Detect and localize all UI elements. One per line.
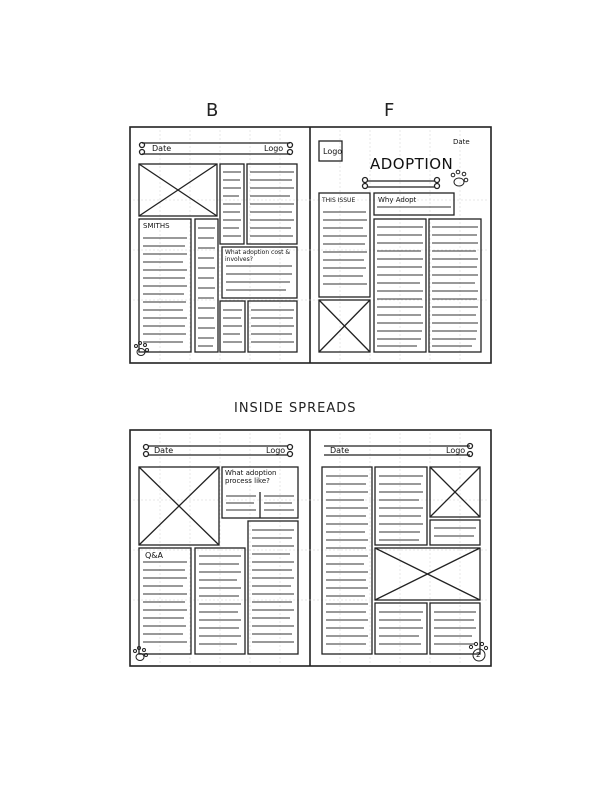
front-masthead: ADOPTION — [370, 155, 454, 173]
inside-text-lines — [143, 475, 476, 645]
back-date: Date — [152, 144, 172, 153]
inside-left-logo: Logo — [266, 446, 286, 455]
front-logo: Logo — [323, 147, 343, 156]
back-logo: Logo — [264, 144, 284, 153]
inside-right-logo: Logo — [446, 446, 466, 455]
front-this-issue: THIS ISSUE — [322, 197, 356, 204]
front-label: F — [384, 100, 396, 121]
inside-spread — [129, 429, 492, 667]
inside-qa: Q&A — [145, 551, 164, 560]
paw-icon — [133, 646, 148, 661]
back-section-title: SMITHS — [143, 222, 170, 230]
back-label: B — [206, 100, 220, 121]
inside-right-date: Date — [330, 446, 350, 455]
back-question: What adoption cost & involves? — [225, 249, 291, 263]
paw-icon — [134, 341, 149, 356]
front-date: Date — [453, 138, 470, 146]
paw-icon — [450, 169, 469, 187]
inside-spreads-label: INSIDE SPREADS — [234, 401, 357, 416]
inside-left-date: Date — [154, 446, 174, 455]
cover-text-lines — [143, 171, 478, 347]
cover-spread — [129, 126, 492, 364]
paw-icon — [468, 641, 489, 662]
page-number: 2 — [476, 651, 481, 659]
inside-question: What adoption process like? — [225, 469, 277, 485]
front-why-adopt: Why Adopt — [378, 196, 417, 204]
